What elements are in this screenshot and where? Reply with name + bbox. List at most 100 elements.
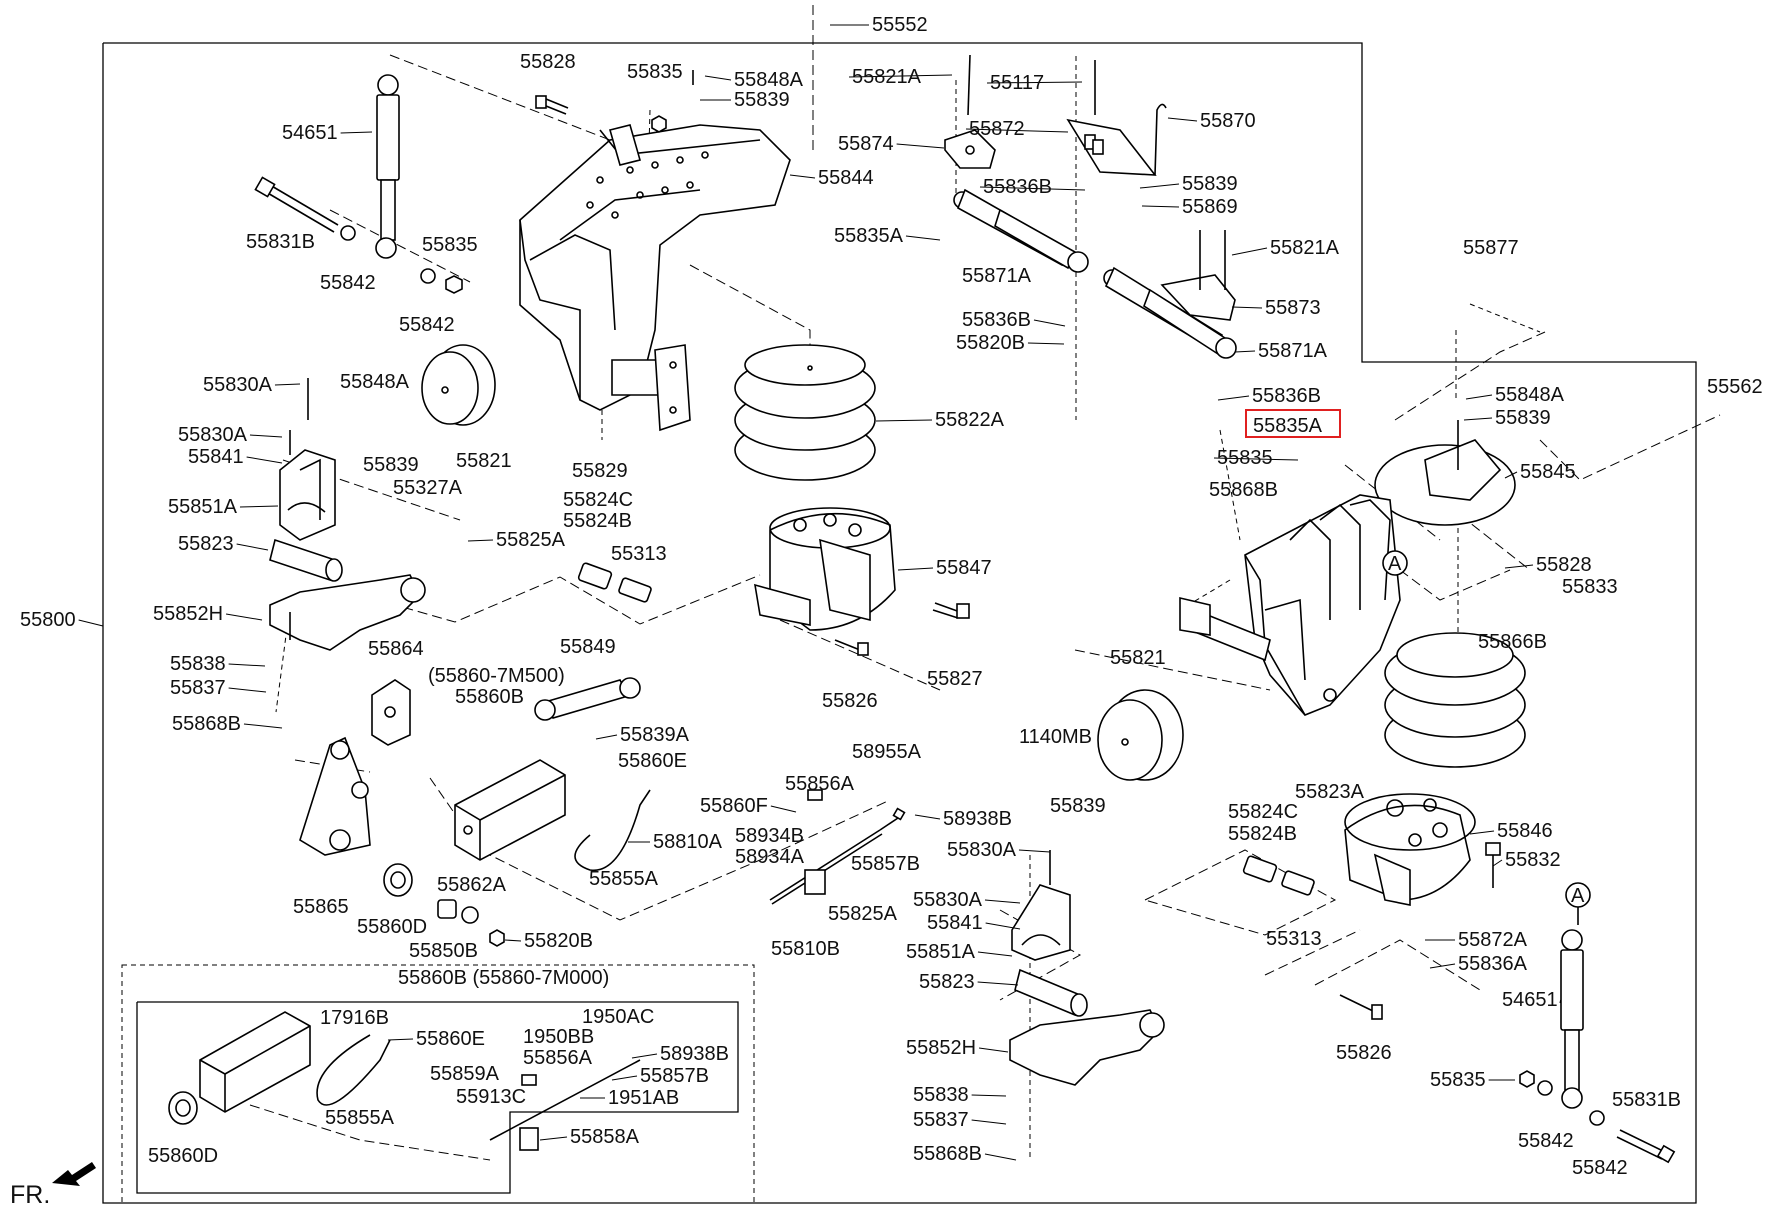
bracket-55846 xyxy=(1344,793,1476,906)
part-label-55856a: 55856A xyxy=(523,1047,593,1069)
part-label-55823a: 55823A xyxy=(1295,781,1365,803)
washer-55842a xyxy=(340,225,356,241)
part-label-55831b: 55831B xyxy=(246,231,315,253)
inset-dashed-box xyxy=(121,964,755,1204)
part-label-55821a: 55821A xyxy=(1270,237,1340,259)
part-label-55835: 55835 xyxy=(627,61,683,83)
part-label-55824c: 55824C xyxy=(563,489,633,511)
part-label-55823: 55823 xyxy=(919,971,975,993)
part-label-55847: 55847 xyxy=(936,557,992,579)
part-label-55851a: 55851A xyxy=(906,941,976,963)
part-label-55852h: 55852H xyxy=(153,603,223,625)
rod-55871a-upper xyxy=(953,188,1089,273)
part-label-55865: 55865 xyxy=(293,896,349,918)
part-label-55821: 55821 xyxy=(1110,647,1166,669)
part-label-55829: 55829 xyxy=(572,460,628,482)
part-label-55828: 55828 xyxy=(1536,554,1592,576)
part-label-55825a: 55825A xyxy=(496,529,566,551)
part-label-55839: 55839 xyxy=(734,89,790,111)
nut-55820b xyxy=(489,929,505,947)
part-label-55836b: 55836B xyxy=(962,309,1031,331)
part-label-58810a: 58810A xyxy=(653,831,723,853)
part-label-55836a: 55836A xyxy=(1458,953,1528,975)
leader-line xyxy=(1463,417,1493,421)
leader-line xyxy=(704,75,732,81)
bracket-55874 xyxy=(944,129,996,169)
part-label-58938b: 58938B xyxy=(943,808,1012,830)
leader-line xyxy=(1469,830,1495,835)
leader-line xyxy=(1033,319,1066,327)
part-label-1950ac: 1950AC xyxy=(582,1006,654,1028)
bolt-55831b-right xyxy=(1616,1129,1676,1164)
part-label-55868b: 55868B xyxy=(1209,479,1278,501)
leader-line xyxy=(1429,963,1456,969)
part-label-55824b: 55824B xyxy=(1228,823,1297,845)
part-label-55852h: 55852H xyxy=(906,1037,976,1059)
part-label-55820b: 55820B xyxy=(524,930,593,952)
bushing-55313 xyxy=(618,577,652,603)
part-label-55822a: 55822A xyxy=(935,409,1005,431)
part-label-55872: 55872 xyxy=(969,118,1025,140)
part-label-55848a: 55848A xyxy=(734,69,804,91)
part-label-55800: 55800 xyxy=(20,609,76,631)
leader-line xyxy=(984,1153,1017,1161)
leader-line xyxy=(387,1038,414,1041)
washer-55842-right-b xyxy=(1589,1110,1605,1126)
part-label-55858a: 55858A xyxy=(570,1126,640,1148)
part-label-55839a: 55839A xyxy=(620,724,690,746)
leader-line xyxy=(985,922,1021,930)
part-label-55859a: 55859A xyxy=(430,1063,500,1085)
leader-line xyxy=(236,543,269,551)
part-label-55855a: 55855A xyxy=(589,868,659,890)
part-label-55860f: 55860F xyxy=(700,795,768,817)
leader-line xyxy=(274,383,301,386)
part-label-55870: 55870 xyxy=(1200,110,1256,132)
part-label-58938b: 58938B xyxy=(660,1043,729,1065)
leader-line xyxy=(984,899,1021,904)
bushing-55860d xyxy=(383,863,413,897)
part-label-55824c: 55824C xyxy=(1228,801,1298,823)
nut-55835 xyxy=(445,275,463,294)
part-label-55832: 55832 xyxy=(1505,849,1561,871)
part-label-55849: 55849 xyxy=(560,636,616,658)
part-label-55873: 55873 xyxy=(1265,297,1321,319)
leader-line xyxy=(340,131,373,134)
rod-55871a-lower xyxy=(1103,266,1237,359)
leader-line xyxy=(243,723,283,729)
part-label-58934a: 58934A xyxy=(735,846,805,868)
bolt-55828-left xyxy=(535,95,569,115)
part-label-55855a: 55855A xyxy=(325,1107,395,1129)
leader-line xyxy=(467,539,494,542)
leader-line xyxy=(789,174,816,179)
linkage-55856a xyxy=(769,789,906,905)
part-label-55828: 55828 xyxy=(520,51,576,73)
part-label-54651: 54651 xyxy=(1502,989,1558,1011)
part-label-54651: 54651 xyxy=(282,122,338,144)
part-label-55850b: 55850B xyxy=(409,940,478,962)
part-label-55835: 55835 xyxy=(422,234,478,256)
part-label-55842: 55842 xyxy=(1572,1157,1628,1179)
leader-line xyxy=(1234,350,1256,353)
leader-line xyxy=(1027,342,1065,345)
part-label-55837: 55837 xyxy=(913,1109,969,1131)
actuator-55860b xyxy=(454,759,566,861)
rod-55849 xyxy=(534,677,641,721)
part-label-55871a: 55871A xyxy=(1258,340,1328,362)
leader-line xyxy=(78,619,104,627)
part-label-58955a: 58955A xyxy=(852,741,922,763)
tube-55823-right xyxy=(1014,968,1088,1017)
bracket-55847 xyxy=(754,507,896,631)
hook-55870 xyxy=(1154,103,1167,176)
cable-58810a xyxy=(574,789,651,872)
leader-line xyxy=(965,128,1069,133)
leader-line xyxy=(875,419,933,422)
washer-55862a xyxy=(461,906,479,924)
bolt-55826 xyxy=(834,639,869,656)
bushing-55313-right xyxy=(1281,870,1315,896)
part-label-55327a: 55327A xyxy=(393,477,463,499)
part-label-1950bb: 1950BB xyxy=(523,1026,594,1048)
bolt-55832-head xyxy=(1485,842,1501,856)
leader-line xyxy=(770,805,797,813)
lower-arm-55852h-left xyxy=(269,574,426,651)
part-label-55860d: 55860D xyxy=(148,1145,218,1167)
